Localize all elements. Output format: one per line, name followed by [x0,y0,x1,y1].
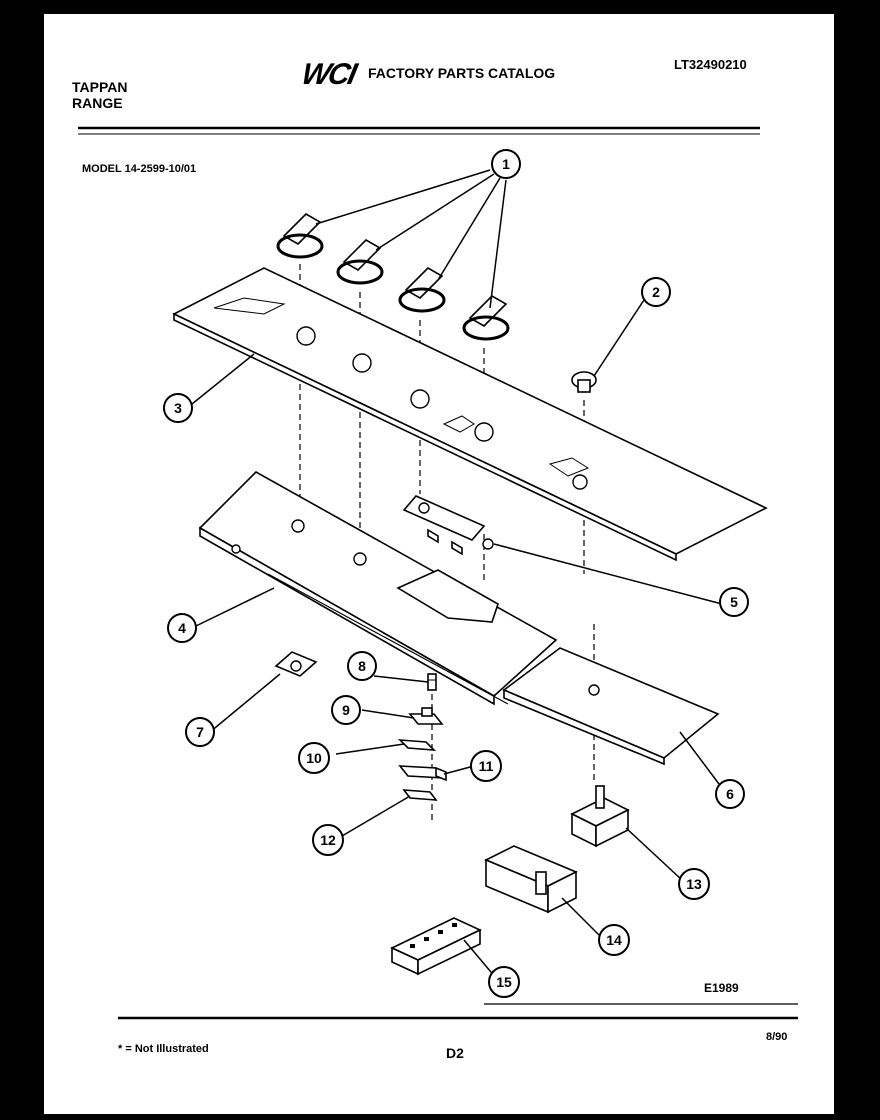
callout-5-label: 5 [730,594,738,610]
callout-6-label: 6 [726,786,734,802]
retainer-plate [402,789,438,801]
mounting-clip [398,765,447,782]
grommet [274,651,318,677]
callout-4-label: 4 [178,620,186,636]
switch-clip [408,707,444,725]
callout-11: 11 [470,750,502,782]
callout-15: 15 [488,966,520,998]
revision-date: 8/90 [766,1031,788,1043]
callout-2: 2 [641,277,671,307]
callout-15-label: 15 [496,974,512,990]
screw [427,673,437,691]
callout-14: 14 [598,924,630,956]
callout-13-label: 13 [686,876,702,892]
brand-line-1: TAPPAN [72,79,128,95]
mounting-bracket [402,495,494,556]
callout-4: 4 [167,613,197,643]
callout-3-label: 3 [174,400,182,416]
footnote: * = Not Illustrated [118,1043,209,1055]
burner-knobs [276,213,510,341]
callout-leaders [191,169,723,979]
knob-2 [336,239,384,285]
knob-3 [398,267,446,313]
callout-2-label: 2 [652,284,660,300]
callout-1-label: 1 [502,156,510,172]
catalog-number: LT32490210 [674,57,747,72]
callout-9-label: 9 [342,702,350,718]
callout-8: 8 [347,651,377,681]
backguard-panel [198,471,558,706]
brand-label: TAPPAN RANGE [72,80,127,112]
brand-line-2: RANGE [72,95,123,111]
knob-4 [462,295,510,341]
callout-12-label: 12 [320,832,336,848]
exploded-parts-diagram: 1 2 3 4 5 6 7 8 [78,126,798,1020]
figure-code: E1989 [704,981,739,995]
callout-9: 9 [331,695,361,725]
callout-6: 6 [715,779,745,809]
callout-14-label: 14 [606,932,622,948]
knob-1 [276,213,324,259]
callout-11-label: 11 [479,758,494,774]
heat-shield [502,647,720,766]
callout-12: 12 [312,824,344,856]
callout-13: 13 [678,868,710,900]
callout-8-label: 8 [358,658,366,674]
catalog-title: FACTORY PARTS CATALOG [368,65,556,81]
page-number: D2 [446,1045,464,1061]
callout-7-label: 7 [196,724,204,740]
model-number: MODEL 14-2599-10/01 [82,163,197,175]
callout-5: 5 [719,587,749,617]
callout-1: 1 [491,149,521,179]
catalog-sheet: TAPPAN RANGE WCI FACTORY PARTS CATALOG L… [44,14,834,1114]
callout-7: 7 [185,717,215,747]
relay [484,845,578,914]
header-rule [78,126,760,135]
spacer-plate [397,739,437,751]
callout-3: 3 [163,393,193,423]
infinite-switch [570,785,630,848]
control-panel [172,267,768,562]
callout-10: 10 [298,742,330,774]
terminal-block [390,917,482,976]
selector-knob [571,371,597,393]
callout-10-label: 10 [306,750,322,766]
